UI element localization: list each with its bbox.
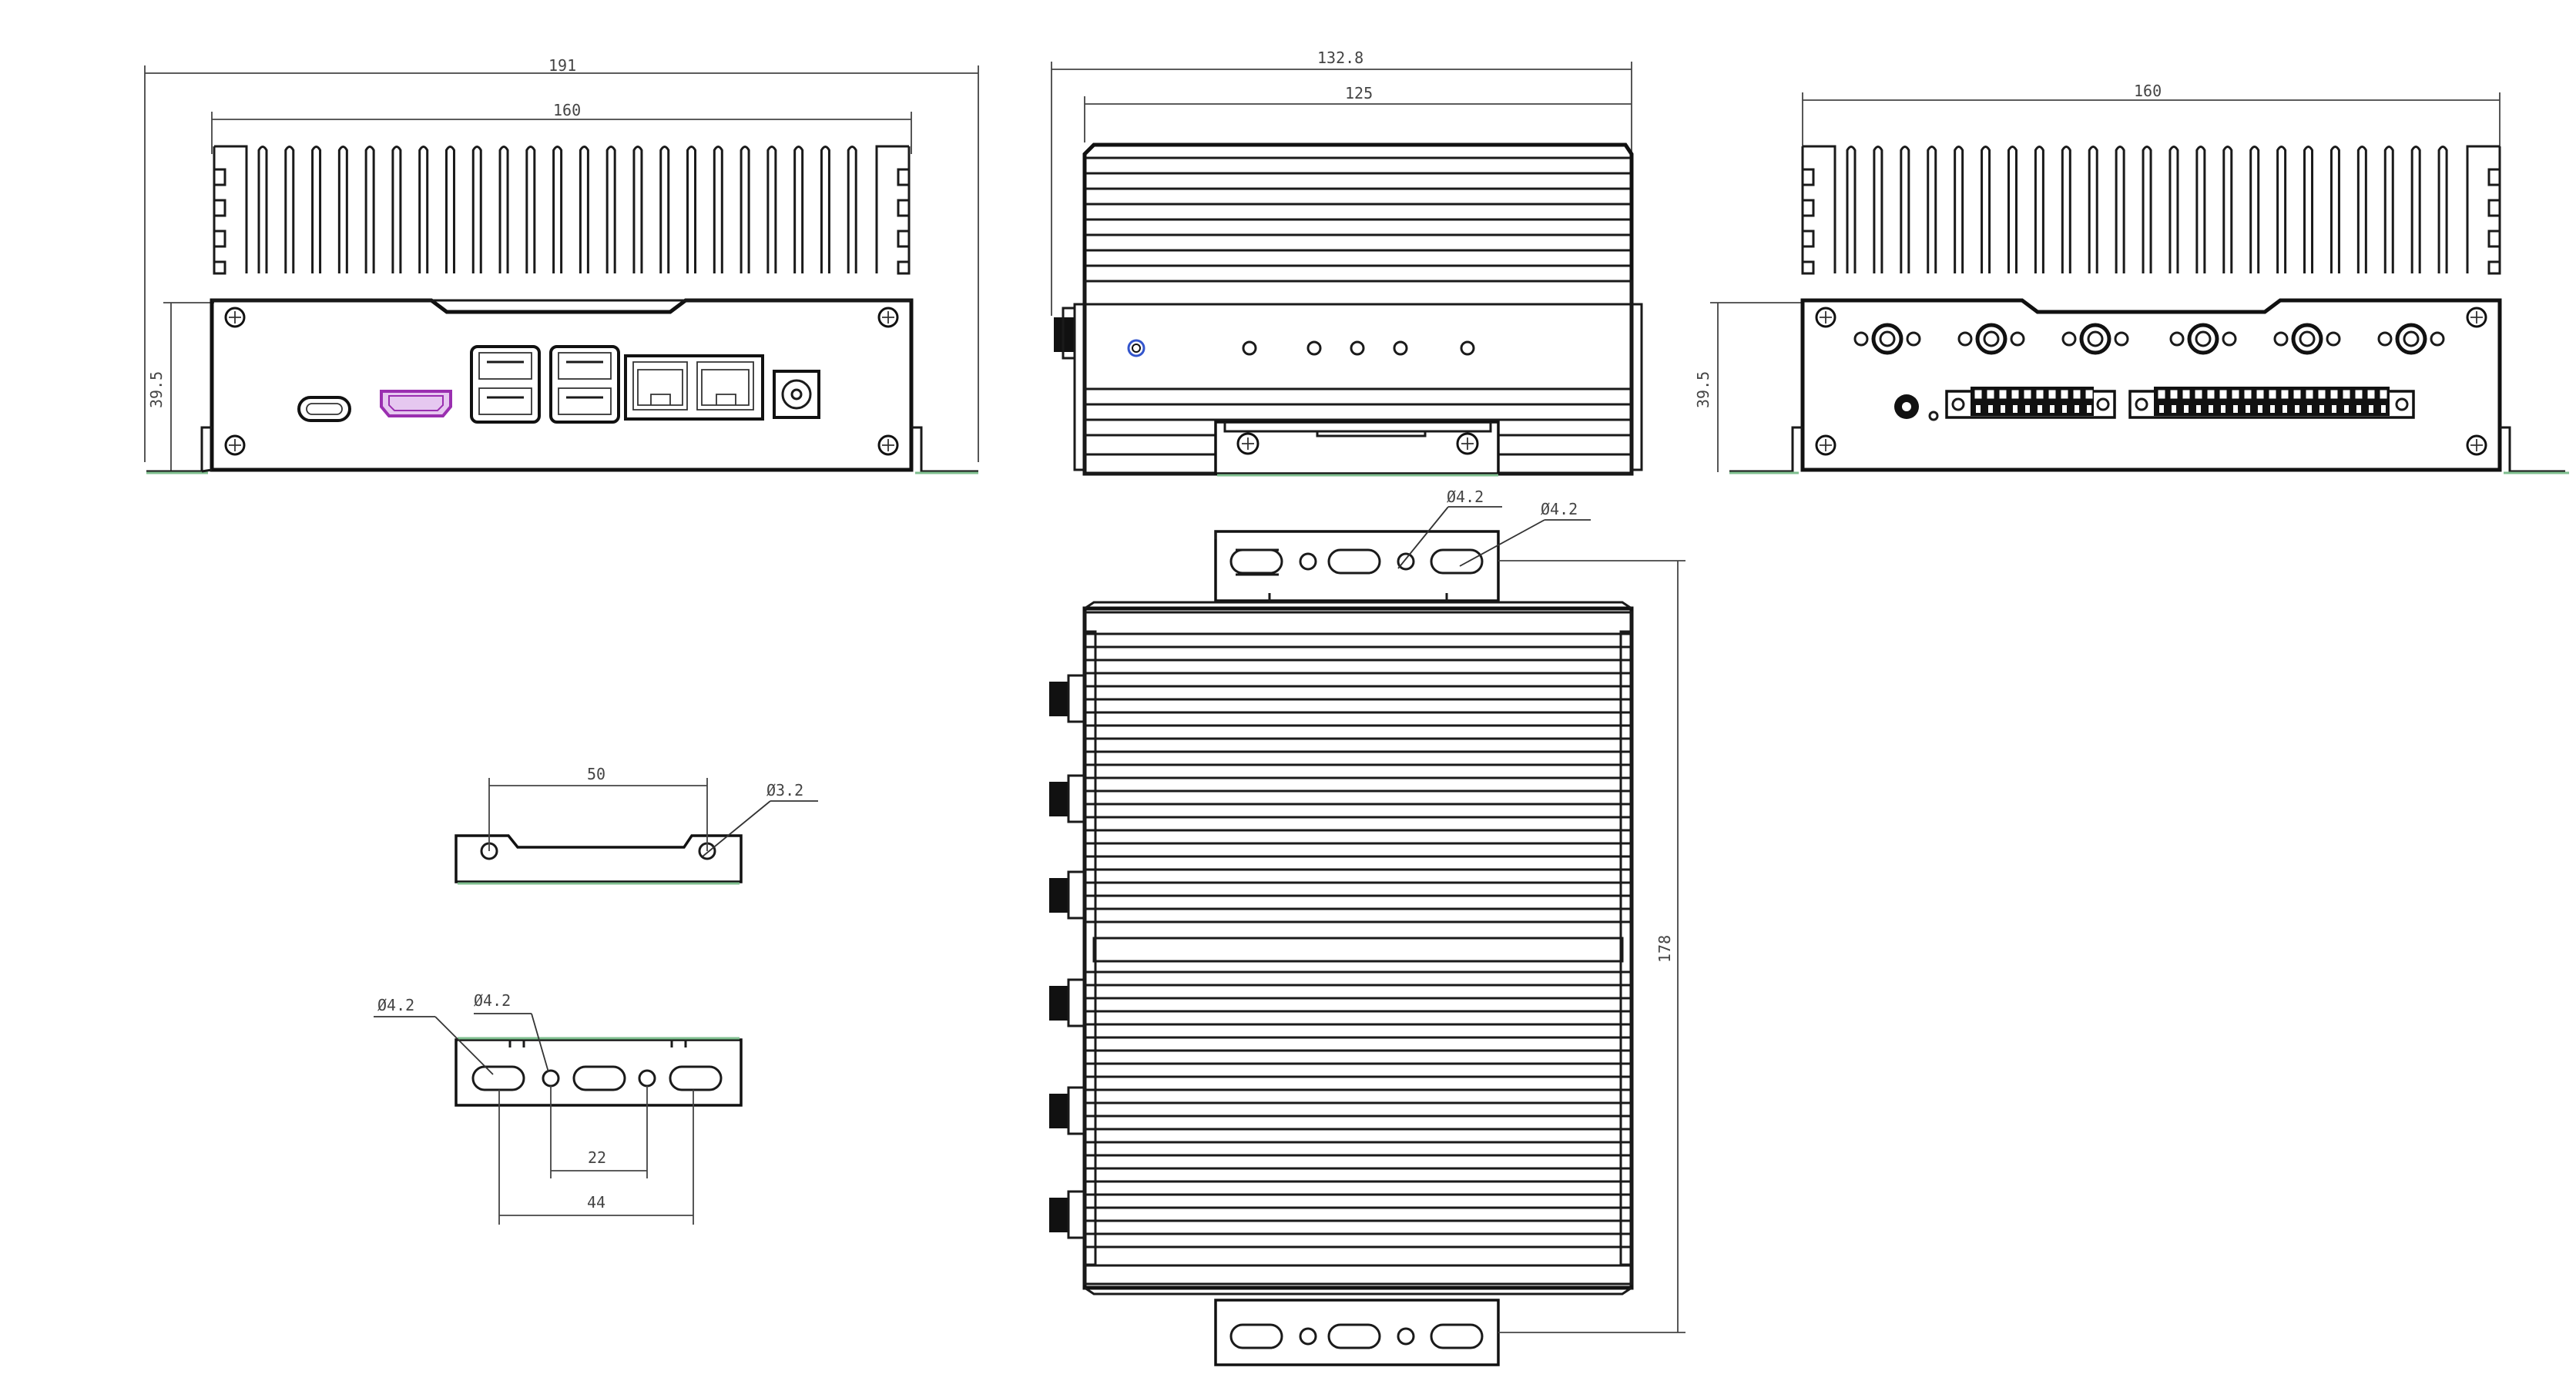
top-antenna-connectors: [1049, 674, 1085, 1239]
side-view: 132.8 125: [1051, 49, 1643, 477]
top-fins: [1083, 630, 1633, 1266]
rear-power-button: [1894, 394, 1939, 421]
hdmi-port: [380, 390, 452, 417]
terminal-block-1: [1945, 387, 2116, 419]
rear-heatsink: [1801, 145, 2501, 275]
ethernet-ports: [624, 354, 764, 421]
rear-dim-height-label: 39.5: [1694, 371, 1712, 408]
front-dim-body-label: 160: [553, 101, 581, 119]
front-dim-overall-label: 191: [548, 56, 576, 75]
mount-bracket-hole-right-label: Ø4.2: [474, 991, 511, 1010]
mount-bracket-hole-left-label: Ø4.2: [377, 996, 414, 1014]
rear-chassis: [1800, 298, 2502, 472]
rear-view: 160 39.5: [1694, 82, 2569, 474]
side-status-leds: [1127, 339, 1475, 357]
side-dim-overall: 132.8: [1051, 49, 1632, 316]
usb-a-ports-1: [470, 345, 541, 424]
wall-bracket-hole-label: Ø3.2: [766, 781, 803, 799]
mount-bracket: Ø4.2 Ø4.2 22 44: [374, 991, 743, 1225]
rear-dim-body: 160: [1802, 82, 2501, 154]
front-screws: [224, 307, 899, 456]
side-dim-overall-label: 132.8: [1317, 49, 1363, 67]
terminal-block-2: [2128, 387, 2415, 419]
side-dim-body: 125: [1084, 84, 1632, 142]
top-dim-length: 178: [1498, 560, 1685, 1333]
front-dim-body: 160: [211, 101, 912, 154]
usb-a-ports-2: [549, 345, 620, 424]
rear-screws: [1815, 307, 2487, 456]
top-bracket-lower: [1214, 1299, 1500, 1366]
dc-power-jack: [773, 370, 820, 419]
top-view: Ø4.2 Ø4.2 178: [1049, 488, 1685, 1366]
front-bracket-right: [911, 426, 978, 473]
wall-bracket-spacing-label: 50: [587, 765, 605, 783]
rear-dim-height: 39.5: [1694, 302, 1803, 472]
side-fins: [1086, 156, 1630, 267]
side-dim-body-label: 125: [1345, 84, 1373, 102]
top-bracket-upper: Ø4.2 Ø4.2: [1214, 488, 1591, 602]
rear-dim-body-label: 160: [2134, 82, 2162, 100]
top-dim-length-label: 178: [1655, 935, 1674, 963]
top-hole-right-label: Ø4.2: [1541, 500, 1578, 518]
front-dim-overall: 191: [144, 56, 979, 462]
top-hole-left-label: Ø4.2: [1447, 488, 1484, 506]
rear-antenna-connectors: [1853, 323, 2445, 355]
front-bracket-left: [146, 426, 212, 473]
mount-bracket-outer-label: 44: [587, 1193, 605, 1212]
wall-bracket: 50 Ø3.2: [454, 765, 818, 885]
side-bracket: [1214, 421, 1500, 477]
front-view: 191 160 39.5: [144, 56, 979, 474]
usb-c-port: [297, 396, 351, 422]
side-antenna-connector: [1054, 307, 1076, 360]
mount-bracket-inner-label: 22: [588, 1148, 606, 1167]
front-heatsink: [213, 145, 911, 275]
front-dim-height: 39.5: [147, 302, 214, 472]
front-dim-height-label: 39.5: [147, 371, 166, 408]
